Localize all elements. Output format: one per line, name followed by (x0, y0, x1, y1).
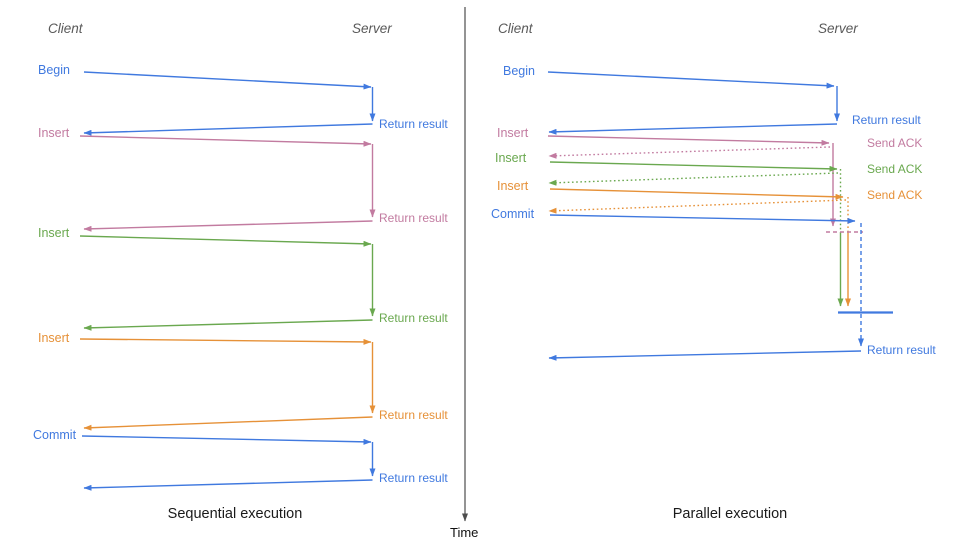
seq-insert1-label: Insert (38, 126, 70, 140)
parallel-panel: Client Server Begin Return result Insert… (491, 21, 936, 522)
par-begin-send-arrow (547, 71, 835, 89)
time-axis: Time (450, 7, 478, 540)
seq-insert1-roundtrip: Insert Return result (38, 126, 448, 232)
seq-insert2-send-arrow (79, 235, 372, 247)
left-server-header: Server (352, 21, 392, 36)
par-insert2-send-arrow (549, 161, 838, 172)
par-begin-label: Begin (503, 64, 535, 78)
seq-insert3-roundtrip: Insert Return result (38, 331, 448, 431)
seq-insert2-label: Insert (38, 226, 70, 240)
par-commit-return-arrow (548, 350, 862, 361)
seq-insert2-return-arrow (83, 319, 373, 331)
seq-begin-return-arrow (83, 123, 373, 136)
par-insert3-label: Insert (497, 179, 529, 193)
par-insert3-send-arrow (549, 188, 844, 200)
right-server-header: Server (818, 21, 858, 36)
seq-insert3-label: Insert (38, 331, 70, 345)
seq-insert2-roundtrip: Insert Return result (38, 226, 448, 331)
par-insert1-send-arrow (547, 135, 830, 146)
par-commit-label: Commit (491, 207, 535, 221)
par-insert1-label: Insert (497, 126, 529, 140)
par-insert3-message: Insert Send ACK (497, 179, 922, 307)
seq-commit-label: Commit (33, 428, 77, 442)
par-insert2-response-label: Send ACK (867, 162, 922, 176)
par-commit-response-label: Return result (867, 343, 936, 357)
par-commit-message: Commit Return result (491, 207, 936, 361)
par-insert2-ack-arrow (548, 172, 839, 186)
par-insert2-message: Insert Send ACK (495, 151, 922, 307)
seq-commit-send-arrow (81, 435, 372, 445)
par-insert1-ack-arrow (548, 146, 831, 159)
seq-commit-roundtrip: Commit Return result (33, 428, 448, 491)
seq-commit-response-label: Return result (379, 471, 448, 485)
seq-begin-roundtrip: Begin Return result (38, 63, 448, 136)
seq-insert1-response-label: Return result (379, 211, 448, 225)
par-insert1-response-label: Send ACK (867, 136, 922, 150)
seq-begin-response-label: Return result (379, 117, 448, 131)
time-axis-label: Time (450, 525, 478, 540)
sequential-panel: Client Server Begin Return result Insert… (33, 21, 448, 522)
par-begin-response-label: Return result (852, 113, 921, 127)
seq-insert3-send-arrow (79, 338, 372, 345)
par-insert3-ack-arrow (548, 199, 847, 214)
par-insert3-response-label: Send ACK (867, 188, 922, 202)
right-client-header: Client (498, 21, 534, 36)
par-commit-send-arrow (549, 214, 856, 224)
par-begin-return-arrow (548, 123, 838, 135)
seq-commit-return-arrow (83, 479, 373, 491)
seq-insert2-response-label: Return result (379, 311, 448, 325)
left-client-header: Client (48, 21, 84, 36)
par-begin-roundtrip: Begin Return result (503, 64, 921, 135)
seq-insert3-return-arrow (83, 416, 373, 431)
seq-begin-label: Begin (38, 63, 70, 77)
seq-insert1-send-arrow (79, 135, 372, 147)
seq-insert1-return-arrow (83, 220, 373, 232)
par-insert2-label: Insert (495, 151, 527, 165)
sequential-caption: Sequential execution (168, 506, 303, 522)
seq-begin-send-arrow (83, 71, 372, 90)
seq-insert3-response-label: Return result (379, 408, 448, 422)
parallel-caption: Parallel execution (673, 506, 787, 522)
par-insert1-message: Insert Send ACK (497, 126, 922, 227)
